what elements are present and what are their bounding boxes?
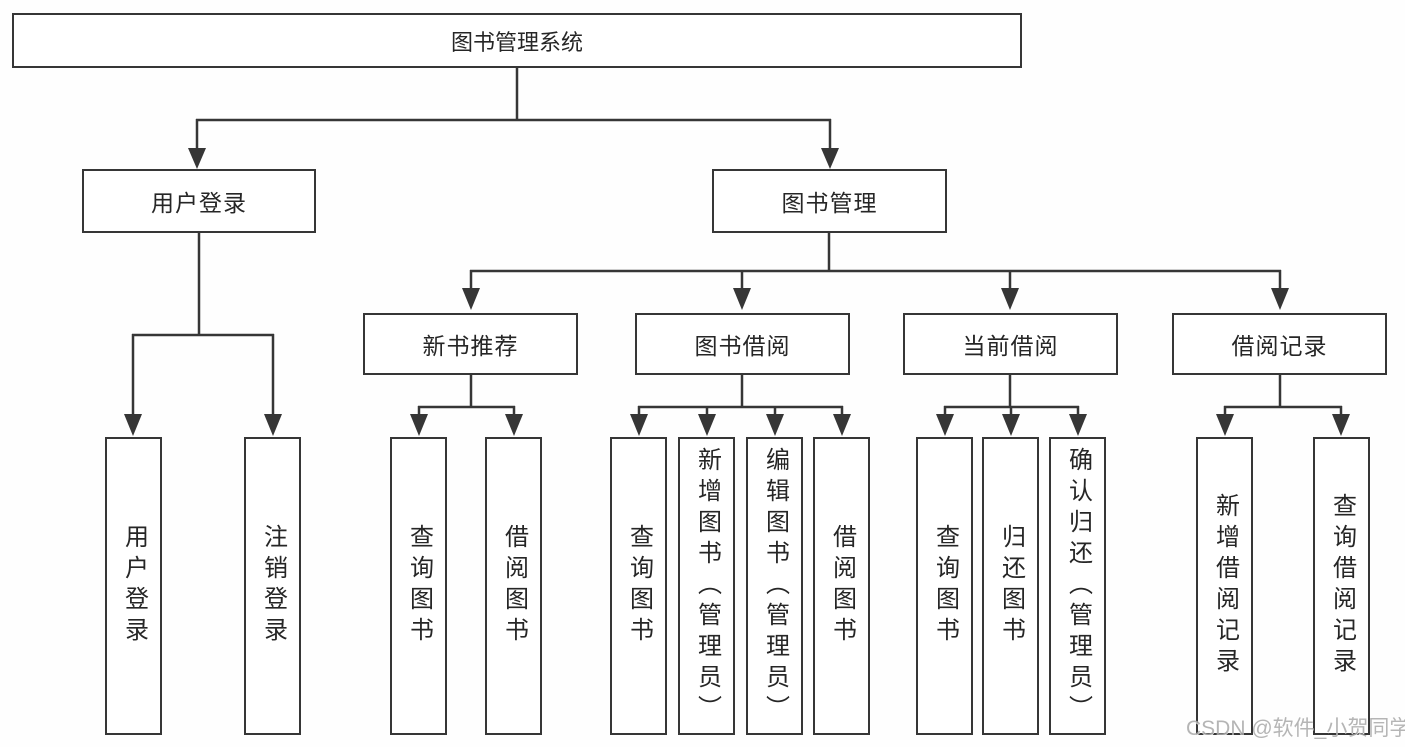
leaf-borrowing-query-books: 查询图书 (610, 437, 667, 735)
node-current-borrowing-label: 当前借阅 (962, 333, 1059, 359)
leaf-current-confirm-return-admin-label: 确认归还（管理员） (1064, 446, 1092, 726)
leaf-recommend-borrow-books-label: 借阅图书 (500, 524, 528, 648)
leaf-borrowing-query-books-label: 查询图书 (625, 524, 653, 648)
leaf-current-return-books-label: 归还图书 (997, 524, 1025, 648)
leaf-recommend-borrow-books: 借阅图书 (485, 437, 542, 735)
leaf-recommend-query-books-label: 查询图书 (405, 524, 433, 648)
leaf-recommend-query-books: 查询图书 (390, 437, 447, 735)
node-book-management: 图书管理 (712, 169, 947, 233)
leaf-logout-label: 注销登录 (259, 524, 287, 648)
leaf-current-query-books-label: 查询图书 (931, 524, 959, 648)
leaf-borrowing-edit-books-admin: 编辑图书（管理员） (746, 437, 803, 735)
node-new-book-recommend: 新书推荐 (363, 313, 578, 375)
node-book-management-label: 图书管理 (781, 190, 878, 216)
leaf-logout: 注销登录 (244, 437, 301, 735)
csdn-watermark: CSDN @软件_小贺同学 (1186, 717, 1405, 740)
node-book-borrowing: 图书借阅 (635, 313, 850, 375)
node-current-borrowing: 当前借阅 (903, 313, 1118, 375)
node-borrowing-records-label: 借阅记录 (1231, 333, 1328, 359)
leaf-user-login-label: 用户登录 (120, 524, 148, 648)
leaf-records-query-record: 查询借阅记录 (1313, 437, 1370, 735)
node-borrowing-records: 借阅记录 (1172, 313, 1387, 375)
node-library-system: 图书管理系统 (12, 13, 1022, 68)
leaf-current-query-books: 查询图书 (916, 437, 973, 735)
leaf-user-login: 用户登录 (105, 437, 162, 735)
leaf-borrowing-borrow-books-label: 借阅图书 (828, 524, 856, 648)
leaf-current-return-books: 归还图书 (982, 437, 1039, 735)
node-library-system-label: 图书管理系统 (450, 29, 583, 55)
leaf-records-add-record: 新增借阅记录 (1196, 437, 1253, 735)
leaf-borrowing-borrow-books: 借阅图书 (813, 437, 870, 735)
leaf-borrowing-edit-books-admin-label: 编辑图书（管理员） (761, 446, 789, 726)
leaf-records-add-record-label: 新增借阅记录 (1211, 493, 1239, 679)
leaf-borrowing-add-books-admin: 新增图书（管理员） (678, 437, 735, 735)
leaf-records-query-record-label: 查询借阅记录 (1328, 493, 1356, 679)
node-user-login: 用户登录 (82, 169, 316, 233)
node-user-login-label: 用户登录 (151, 190, 247, 216)
leaf-borrowing-add-books-admin-label: 新增图书（管理员） (693, 446, 721, 726)
leaf-current-confirm-return-admin: 确认归还（管理员） (1049, 437, 1106, 735)
node-book-borrowing-label: 图书借阅 (694, 333, 791, 359)
node-new-book-recommend-label: 新书推荐 (422, 333, 519, 359)
